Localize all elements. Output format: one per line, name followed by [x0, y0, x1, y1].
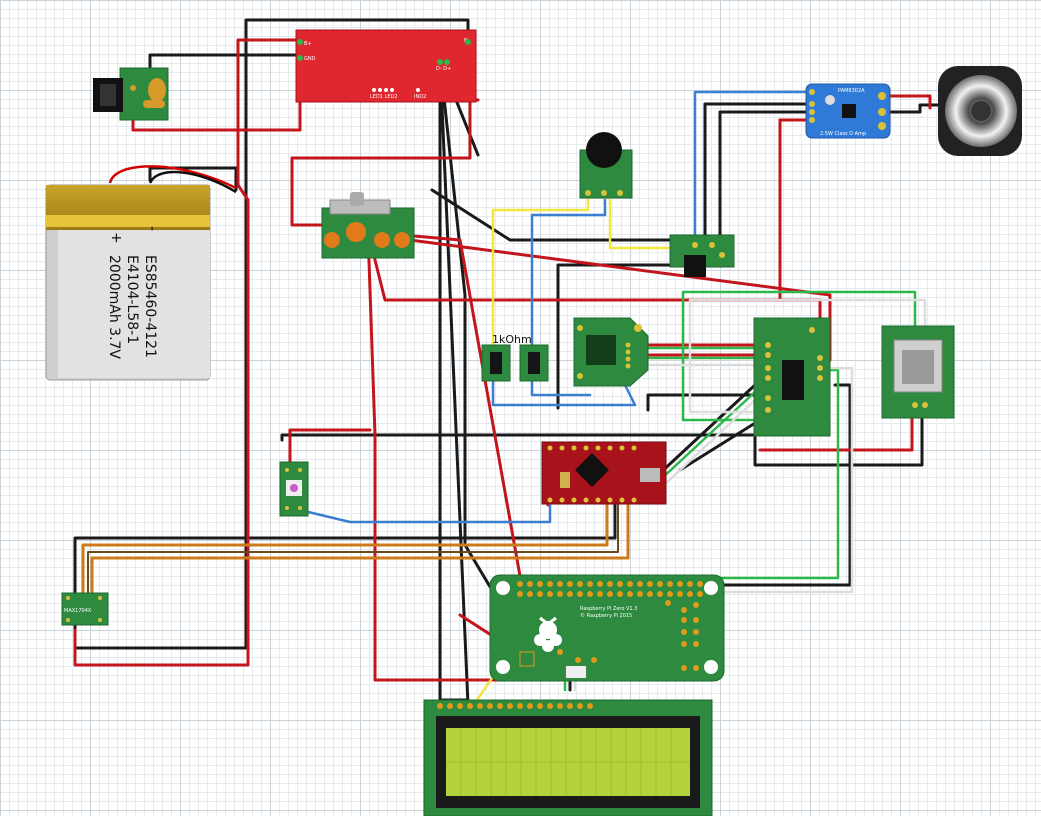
resistor-label: 1kOhm — [492, 333, 532, 346]
potentiometer — [579, 132, 633, 199]
rgb-led-board — [279, 461, 309, 517]
audio-jack — [669, 234, 735, 277]
battery-label-line3: 2000mAh 3.7V — [106, 255, 122, 359]
black-wire — [280, 433, 757, 442]
fuel-gauge-label: MAX1704X — [64, 608, 92, 614]
black-wire — [430, 188, 692, 242]
audio-dac-board — [753, 317, 831, 437]
charger-board: B+ GND B- D- D+ LED1 LED2 IND2 — [295, 29, 477, 103]
black-wire — [73, 503, 617, 597]
battery-label-line1: ES85460-4121 — [142, 255, 158, 358]
black-wire — [718, 110, 810, 247]
red-wire — [758, 413, 914, 452]
orange-wire — [81, 503, 609, 597]
charger-led-labels: LED1 LED2 — [370, 94, 398, 100]
green-wire — [658, 390, 757, 482]
black-wire — [148, 40, 302, 82]
amplifier-subtitle: 2.5W Class D Amp — [820, 131, 866, 137]
green-wires — [563, 290, 917, 692]
red-wire — [73, 183, 250, 667]
black-wire — [556, 263, 692, 410]
blue-wire — [693, 90, 810, 247]
black-wire — [656, 383, 757, 477]
white-wire — [688, 298, 927, 414]
white-wire — [660, 398, 757, 489]
lipo-battery: + - ES85460-4121 E4104-L58-1 2000mAh 3.7… — [45, 165, 237, 381]
black-wire — [148, 166, 238, 192]
pi-zero-title: Raspberry Pi Zero V1.3 — [580, 606, 637, 612]
charger-pin-gnd: GND — [304, 56, 316, 62]
blue-wire — [530, 198, 607, 362]
green-wire — [681, 290, 917, 422]
pi-test-points — [557, 600, 699, 671]
usb-port — [881, 325, 955, 419]
blue-wire — [298, 503, 552, 524]
battery-plus-label: + — [108, 232, 124, 244]
red-wire — [288, 428, 372, 472]
microcontroller-board — [541, 441, 667, 505]
blue-wires — [298, 90, 810, 524]
charger-pin-d: D- D+ — [436, 66, 451, 72]
slide-switch — [321, 192, 415, 259]
black-wire — [438, 58, 470, 707]
charger-pin-bplus: B+ — [304, 41, 312, 47]
black-wire — [703, 102, 810, 247]
red-wire — [236, 38, 302, 187]
charger-ind-label: IND2 — [414, 94, 426, 100]
brown-wire — [87, 504, 619, 596]
battery-minus-label: - — [144, 226, 160, 231]
black-wire — [886, 103, 942, 114]
raspberry-logo-icon — [534, 616, 562, 652]
red-wire — [290, 98, 472, 227]
orange-wires — [81, 503, 630, 597]
dc-power-jack — [93, 67, 169, 121]
gray-wires — [87, 504, 619, 596]
lcd-display — [423, 699, 713, 816]
lcd-character-grid — [446, 728, 690, 796]
raspberry-pi-zero: Raspberry Pi Zero V1.3 © Raspberry Pi 20… — [489, 574, 725, 682]
fuel-gauge-board: MAX1704X — [61, 592, 109, 626]
pi-zero-copyright: © Raspberry Pi 2015 — [580, 612, 632, 619]
yellow-wire — [491, 193, 590, 347]
resistor-group: 1kOhm — [481, 333, 549, 382]
yellow-wire — [608, 198, 692, 250]
sensor-board — [573, 317, 649, 387]
red-wire — [886, 94, 932, 110]
battery-label-line2: E4104-L58-1 — [124, 255, 140, 344]
amplifier-board: PAM8302A 2.5W Class D Amp — [805, 83, 891, 139]
orange-wire — [90, 503, 630, 597]
speaker — [938, 66, 1022, 156]
amplifier-title: PAM8302A — [838, 88, 865, 94]
